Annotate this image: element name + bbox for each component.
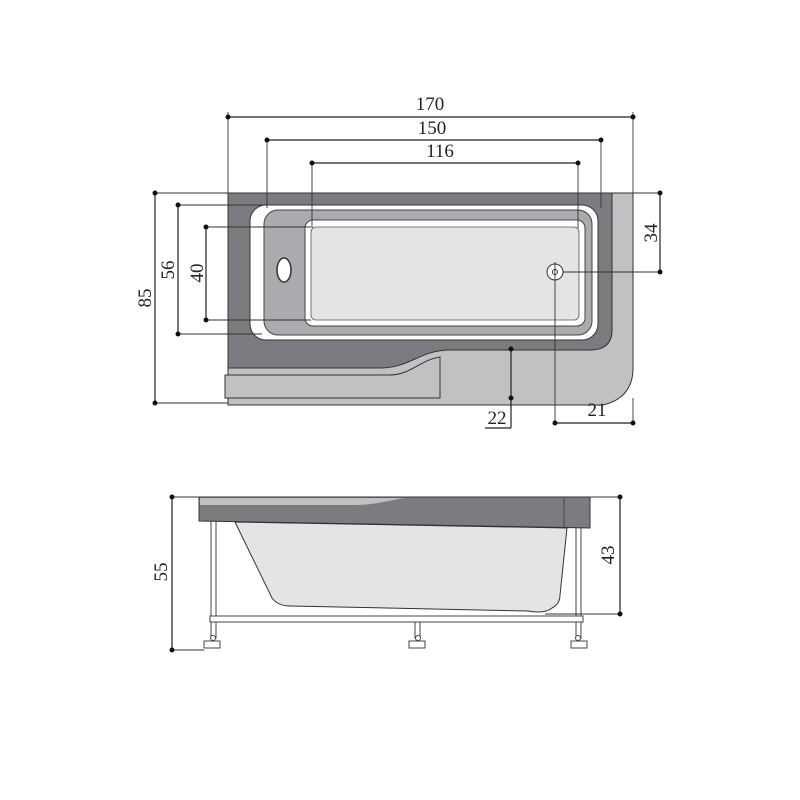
label-116: 116: [426, 141, 454, 162]
dim-150: 150: [264, 118, 604, 208]
label-56: 56: [158, 261, 179, 280]
support-frame: [203, 519, 588, 649]
top-view: 170 150 116 85 56: [135, 94, 663, 429]
label-150: 150: [418, 118, 447, 139]
label-21: 21: [588, 400, 607, 421]
front-ledge: [224, 356, 441, 399]
label-170: 170: [416, 94, 445, 115]
side-view: 55 43: [151, 494, 623, 653]
dim-85: 85: [135, 190, 228, 406]
dim-55: 55: [151, 494, 204, 653]
dim-21: 21: [552, 262, 636, 426]
overflow-icon: [276, 257, 292, 283]
dim-170: 170: [225, 94, 636, 193]
tub-body: [234, 521, 568, 613]
label-43: 43: [598, 546, 619, 565]
dim-40: 40: [187, 224, 311, 323]
label-40: 40: [187, 264, 208, 283]
dim-56: 56: [158, 202, 262, 337]
label-34: 34: [641, 223, 662, 243]
basin: [310, 226, 580, 321]
label-22: 22: [488, 408, 507, 429]
dim-116: 116: [309, 141, 581, 228]
dim-34: 34: [563, 190, 663, 275]
deck-top-highlight: [200, 498, 405, 505]
label-85: 85: [135, 289, 156, 308]
dim-22: 22: [485, 346, 514, 429]
dim-43: 43: [545, 494, 623, 617]
label-55: 55: [151, 563, 172, 582]
